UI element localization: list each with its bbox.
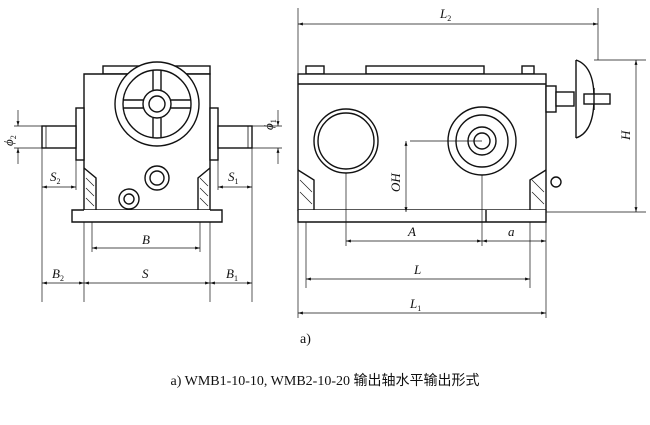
view-sub-label: a) xyxy=(300,332,311,347)
dim-label-a: a xyxy=(508,224,515,239)
dim-label-H: H xyxy=(618,130,633,141)
dim-label-B: B xyxy=(142,232,150,247)
dim-label-phi2: ϕ2 xyxy=(1,135,18,146)
dim-label-L2: L2 xyxy=(439,6,451,23)
dim-label-S2: S2 xyxy=(50,169,61,186)
dim-label-S: S xyxy=(142,266,149,281)
handwheel-front xyxy=(114,61,200,147)
dim-label-A: A xyxy=(407,224,416,239)
dim-label-L1: L1 xyxy=(409,296,421,313)
dim-label-L: L xyxy=(413,262,421,277)
left-view xyxy=(14,61,282,302)
figure-caption: a) WMB1-10-10, WMB2-10-20 输出轴水平输出形式 xyxy=(170,374,480,389)
dim-label-B2: B2 xyxy=(52,266,64,283)
dim-label-phi1: ϕ1 xyxy=(261,119,278,130)
dim-label-OH: OH xyxy=(388,173,403,192)
right-view xyxy=(297,8,646,318)
left-output-shaft xyxy=(41,125,77,149)
right-output-shaft xyxy=(217,125,253,149)
dim-label-S1: S1 xyxy=(228,169,239,186)
dim-label-B1: B1 xyxy=(226,266,238,283)
